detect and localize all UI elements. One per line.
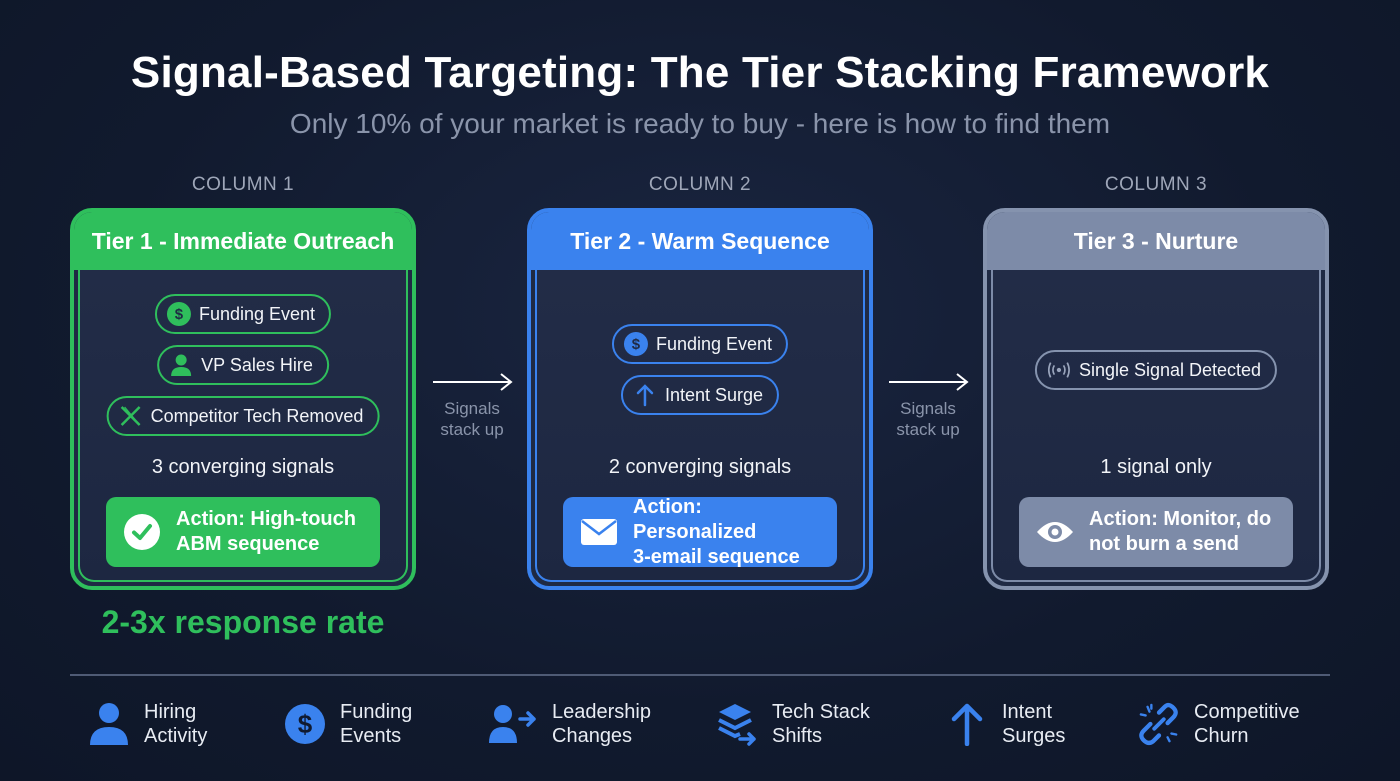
signal-pill-single-signal: Single Signal Detected: [1034, 350, 1278, 390]
signal-label: Single Signal Detected: [1078, 359, 1262, 380]
person-icon: [169, 353, 193, 377]
signal-count: 2 converging signals: [608, 456, 792, 478]
dollar-coin-icon: $: [166, 302, 191, 326]
x-icon: [119, 404, 143, 428]
signal-pill-competitor-tech-removed: Competitor Tech Removed: [106, 396, 380, 436]
tier-1-card: Tier 1 - Immediate Outreach $ Funding Ev…: [70, 208, 416, 590]
broadcast-icon: [1047, 358, 1071, 382]
action-text: Action: High-touch ABM sequence: [176, 508, 356, 555]
tier-1-body: $ Funding Event VP Sales Hire Competitor…: [78, 270, 408, 582]
check-circle-icon: [122, 512, 162, 552]
signals-stack-connector-2: Signals stack up: [882, 370, 974, 440]
eye-icon: [1035, 512, 1075, 552]
signal-count: 1 signal only: [1100, 456, 1212, 478]
legend-label: Intent Surges: [1002, 701, 1066, 747]
legend-label: Tech Stack Shifts: [772, 701, 870, 747]
tier-3-header: Tier 3 - Nurture: [987, 212, 1325, 270]
column-label-2: COLUMN 2: [648, 174, 752, 195]
layers-arrow-icon: [716, 701, 758, 747]
response-rate-callout: 2-3x response rate: [101, 604, 385, 640]
column-label-1: COLUMN 1: [191, 174, 295, 195]
legend-item-funding-events: $ Funding Events: [284, 700, 412, 748]
signal-pill-funding-event: $ Funding Event: [611, 324, 789, 364]
action-box-tier-3: Action: Monitor, do not burn a send: [1019, 497, 1293, 567]
action-text: Action: Monitor, do not burn a send: [1089, 508, 1272, 555]
signal-pill-vp-sales-hire: VP Sales Hire: [157, 345, 329, 385]
legend-item-leadership-changes: Leadership Changes: [488, 700, 651, 748]
person-arrow-icon: [488, 701, 538, 747]
page-subtitle: Only 10% of your market is ready to buy …: [289, 108, 1111, 139]
signals-stack-connector-1: Signals stack up: [426, 370, 518, 440]
signal-label: Competitor Tech Removed: [150, 405, 364, 426]
legend-label: Leadership Changes: [552, 701, 651, 747]
signal-count: 3 converging signals: [151, 456, 335, 478]
tier-2-body: $ Funding Event Intent Surge 2 convergin…: [535, 270, 865, 582]
dollar-coin-icon: $: [623, 332, 648, 356]
connector-text: Signals stack up: [896, 399, 960, 439]
legend-label: Competitive Churn: [1194, 701, 1300, 747]
page-title: Signal-Based Targeting: The Tier Stackin…: [130, 48, 1270, 97]
signal-label: Intent Surge: [664, 384, 764, 405]
tier-1-header: Tier 1 - Immediate Outreach: [74, 212, 412, 270]
envelope-icon: [579, 512, 619, 552]
svg-text:$: $: [298, 709, 313, 739]
connector-text: Signals stack up: [440, 399, 504, 439]
signal-pill-funding-event: $ Funding Event: [154, 294, 332, 334]
legend-divider: [70, 674, 1330, 676]
signal-label: Funding Event: [198, 303, 316, 324]
legend-item-intent-surges: Intent Surges: [946, 700, 1065, 748]
legend-item-tech-stack-shifts: Tech Stack Shifts: [716, 700, 870, 748]
arrow-up-icon: [946, 701, 988, 747]
action-box-tier-1: Action: High-touch ABM sequence: [106, 497, 380, 567]
signal-legend: Hiring Activity $ Funding Events Leaders…: [88, 700, 1340, 756]
legend-label: Hiring Activity: [144, 701, 208, 747]
arrow-right-icon: [433, 373, 513, 391]
tier-2-card: Tier 2 - Warm Sequence $ Funding Event I…: [527, 208, 873, 590]
legend-item-competitive-churn: Competitive Churn: [1138, 700, 1300, 748]
signal-label: Funding Event: [655, 333, 773, 354]
person-icon: [88, 701, 130, 747]
action-box-tier-2: Action: Personalized 3-email sequence: [563, 495, 837, 568]
dollar-coin-icon: $: [284, 701, 326, 747]
column-label-3: COLUMN 3: [1104, 174, 1208, 195]
action-text: Action: Personalized 3-email sequence: [633, 495, 800, 568]
arrow-right-icon: [889, 373, 969, 391]
broken-link-icon: [1138, 701, 1180, 747]
arrow-up-icon: [633, 383, 657, 407]
tier-3-card: Tier 3 - Nurture Single Signal Detected …: [983, 208, 1329, 590]
signal-label: VP Sales Hire: [201, 354, 313, 375]
legend-label: Funding Events: [340, 701, 413, 747]
tier-3-body: Single Signal Detected 1 signal only Act…: [991, 270, 1321, 582]
legend-item-hiring-activity: Hiring Activity: [88, 700, 207, 748]
signal-pill-intent-surge: Intent Surge: [620, 375, 780, 415]
tier-2-header: Tier 2 - Warm Sequence: [531, 212, 869, 270]
